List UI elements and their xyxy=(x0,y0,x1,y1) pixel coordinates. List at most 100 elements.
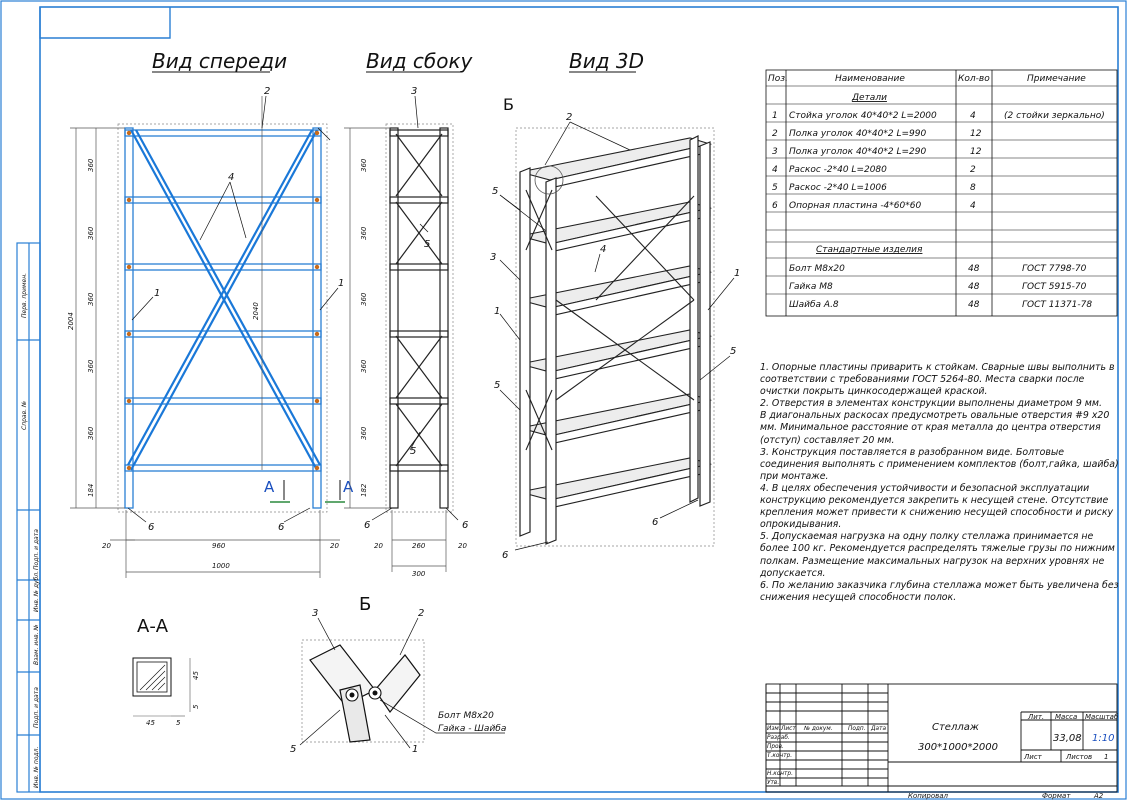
iso-view: Б xyxy=(490,95,740,561)
table-cell: Полка уголок 40*40*2 L=990 xyxy=(789,129,926,139)
dim-section-t: 5 xyxy=(192,704,200,709)
bolt-icon xyxy=(314,130,320,136)
front-shelf xyxy=(124,263,322,271)
table-cell: 48 xyxy=(968,300,980,310)
detail-label-bolt: Болт М8х20 xyxy=(438,711,494,721)
tb-title: Стеллаж xyxy=(932,722,979,733)
bolt-icon xyxy=(314,465,320,471)
tb-mass: 33,08 xyxy=(1053,733,1082,744)
dim-shelf: 360 xyxy=(360,226,368,240)
bolt-icon xyxy=(314,331,320,337)
tb-mass-header: Масса xyxy=(1055,713,1077,721)
callout-3: 3 xyxy=(312,608,318,619)
table-cell: 48 xyxy=(968,264,980,274)
bolt-icon xyxy=(126,130,132,136)
table-cell: Раскос -2*40 L=1006 xyxy=(789,183,887,193)
technical-notes: 1. Опорные пластины приварить к стойкам.… xyxy=(760,362,1120,604)
margin-label: Инв. № подл. xyxy=(33,747,40,788)
table-cell: 4 xyxy=(970,201,976,211)
tb-size: 300*1000*2000 xyxy=(918,742,998,753)
table-cell: ГОСТ 5915-70 xyxy=(1022,282,1087,292)
detail-mark-b: Б xyxy=(503,95,514,114)
spec-table: Поз. Наименование Кол-во Примечание Дета… xyxy=(765,69,1118,317)
title-side-view: Вид сбоку xyxy=(366,49,474,73)
callout-6: 6 xyxy=(148,522,154,533)
callout-5: 5 xyxy=(494,380,500,391)
side-shelf xyxy=(389,464,449,472)
callout-5: 5 xyxy=(730,346,736,357)
tb-scale: 1:10 xyxy=(1092,733,1114,744)
bolt-icon xyxy=(314,264,320,270)
callout-5: 5 xyxy=(424,239,430,250)
dim-section-w: 45 xyxy=(146,719,155,727)
table-cell: 1 xyxy=(772,111,778,121)
side-shelf xyxy=(389,397,449,405)
dim-bottom-gap: 182 xyxy=(360,483,368,497)
dim-total-width: 1000 xyxy=(212,562,230,570)
tb-sheets-label: Листов xyxy=(1065,753,1092,761)
margin-label: Перв. примен. xyxy=(21,273,28,318)
dim-side-gap: 20 xyxy=(330,542,339,550)
side-shelf xyxy=(389,196,449,204)
dim-bottom-gap: 184 xyxy=(87,484,95,497)
tb-role: Разраб. xyxy=(767,735,790,741)
callout-6: 6 xyxy=(502,550,508,561)
table-cell: 48 xyxy=(968,282,980,292)
dim-shelf: 360 xyxy=(360,426,368,440)
callout-3: 3 xyxy=(411,86,417,97)
dim-side-gap: 20 xyxy=(102,542,111,550)
callout-5: 5 xyxy=(290,744,296,755)
callout-1: 1 xyxy=(338,278,344,289)
table-cell: Полка уголок 40*40*2 L=290 xyxy=(789,147,926,157)
dim-shelf: 360 xyxy=(360,292,368,306)
margin-label: Подп. и дата xyxy=(33,687,40,728)
dim-shelf: 360 xyxy=(87,292,95,306)
title-3d-view: Вид 3D xyxy=(569,49,644,73)
table-cell: 2 xyxy=(772,129,778,139)
dim-side-total: 300 xyxy=(412,570,426,578)
margin-label: Подп. и дата xyxy=(33,529,40,570)
callout-1: 1 xyxy=(154,288,160,299)
table-cell: 12 xyxy=(970,129,982,139)
tb-role: Н.контр. xyxy=(767,771,793,777)
section-aa: А-А 45 5 45 5 xyxy=(132,616,200,727)
title-front-view: Вид спереди xyxy=(152,49,287,73)
view-titles: Вид спереди Вид сбоку Вид 3D xyxy=(152,49,644,73)
table-cell: ГОСТ 11371-78 xyxy=(1022,300,1092,310)
callout-6: 6 xyxy=(652,517,658,528)
section-title: А-А xyxy=(137,616,169,637)
tb-role: Т.контр. xyxy=(767,753,792,759)
callout-4: 4 xyxy=(228,172,234,183)
table-cell: (2 стойки зеркально) xyxy=(1004,111,1105,121)
dim-shelf: 360 xyxy=(360,158,368,172)
side-shelf xyxy=(389,129,449,137)
bolt-icon xyxy=(126,264,132,270)
detail-b: Б 3 2 5 1 Болт М8х20 Гайка - Шайба xyxy=(290,594,506,755)
tb-copied: Копировал xyxy=(908,792,949,800)
tb-scale-header: Масштаб xyxy=(1085,713,1119,721)
bolt-icon xyxy=(314,398,320,404)
detail-title: Б xyxy=(359,594,371,615)
table-section-std: Стандартные изделия xyxy=(816,245,923,255)
margin-label: Инв. № дубл. xyxy=(33,571,40,612)
callout-1: 1 xyxy=(734,268,740,279)
callout-6: 6 xyxy=(364,520,370,531)
table-cell: 3 xyxy=(772,147,778,157)
callout-1: 1 xyxy=(412,744,418,755)
dim-shelf: 360 xyxy=(360,359,368,373)
front-view: 2004 360 360 360 360 360 184 2040 960 10… xyxy=(67,86,354,578)
margin-labels: Перв. примен. Справ. № Подп. и дата Инв.… xyxy=(21,273,40,788)
margin-label: Справ. № xyxy=(21,401,28,430)
note-item: В диагональных раскосах предусмотреть ов… xyxy=(760,410,1110,446)
table-cell: 4 xyxy=(772,165,778,175)
callout-3: 3 xyxy=(490,252,496,263)
section-mark-right: А xyxy=(343,478,354,496)
note-item: 5. Допускаемая нагрузка на одну полку ст… xyxy=(760,531,1115,579)
callout-4: 4 xyxy=(600,244,606,255)
tb-col-header: Дата xyxy=(870,726,886,732)
bolt-icon xyxy=(314,197,320,203)
table-cell: 5 xyxy=(772,183,778,193)
dim-shelf: 360 xyxy=(87,359,95,373)
tb-format-label: Формат xyxy=(1042,792,1071,800)
bolt-icon xyxy=(126,465,132,471)
